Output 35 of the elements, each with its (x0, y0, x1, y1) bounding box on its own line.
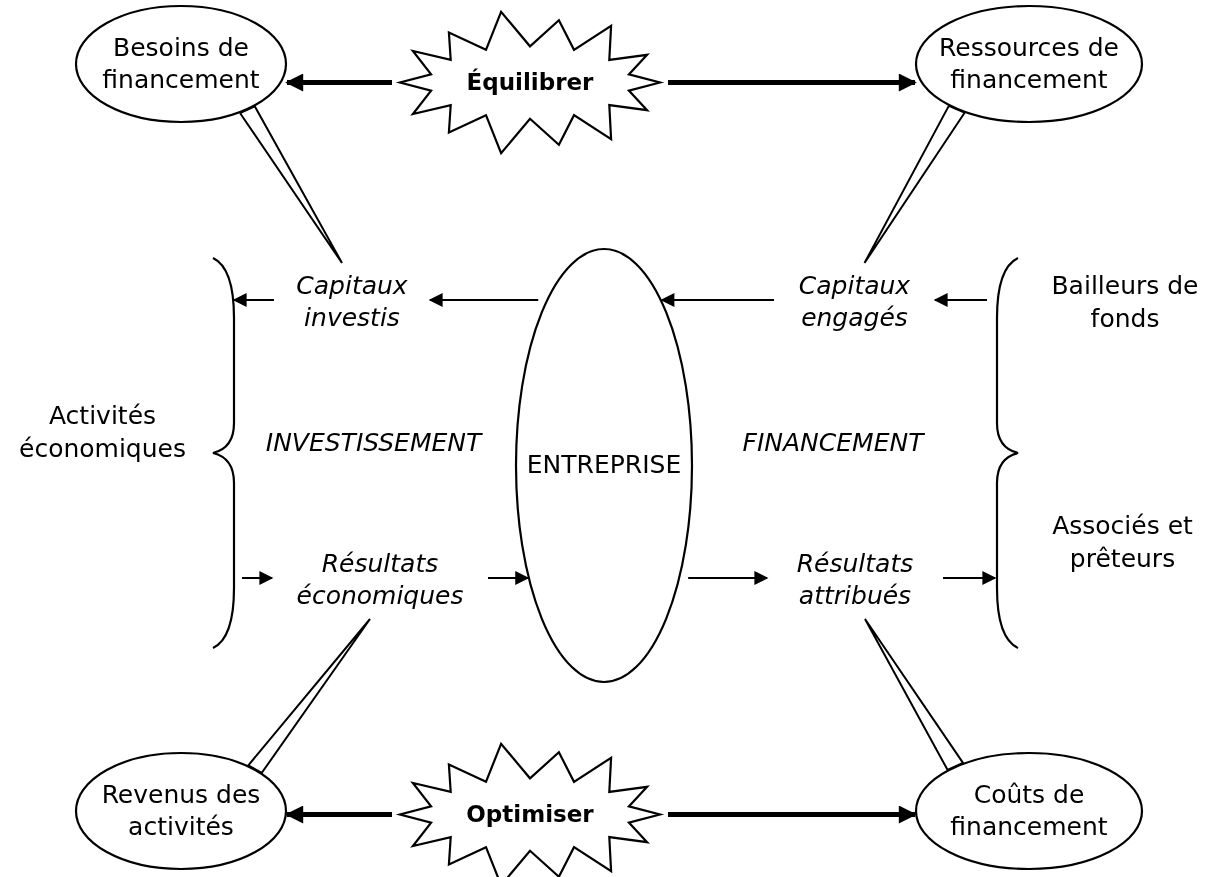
ellipse-node (515, 248, 693, 683)
node-text: Ressources de financement (938, 31, 1120, 96)
side-text: Associés et prêteurs (1051, 510, 1194, 575)
node-text: Capitaux engagés (797, 269, 912, 334)
section-label: INVESTISSEMENT (264, 428, 484, 457)
callout-tail (239, 105, 343, 264)
side-text: Activités économiques (18, 400, 187, 465)
arrow (687, 571, 769, 585)
speech-bubble (75, 5, 287, 123)
arrow (285, 73, 392, 92)
arrow (668, 805, 917, 824)
arrow (942, 571, 997, 585)
arrow (428, 293, 540, 307)
arrow (232, 293, 275, 307)
speech-bubble (915, 752, 1143, 870)
section-label: FINANCEMENT (741, 428, 926, 457)
node-text: Revenus des activités (100, 778, 262, 843)
node-text: Capitaux investis (295, 269, 409, 334)
arrow (285, 805, 392, 824)
arrow (668, 73, 917, 92)
node-text: Besoins de financement (101, 31, 261, 96)
arrow (660, 293, 775, 307)
arrow (241, 571, 274, 585)
arrow (487, 571, 530, 585)
node-text: Résultats économiques (295, 547, 465, 612)
callout-tail (864, 618, 965, 772)
node-text: ENTREPRISE (526, 449, 682, 482)
arrow (933, 293, 988, 307)
side-text: Bailleurs de fonds (1050, 270, 1200, 335)
speech-bubble (75, 752, 287, 870)
callout-tail (246, 618, 371, 775)
callout-tail (863, 104, 967, 264)
node-text: Résultats attribués (795, 547, 915, 612)
speech-bubble (915, 5, 1143, 123)
node-text: Coûts de financement (949, 778, 1109, 843)
